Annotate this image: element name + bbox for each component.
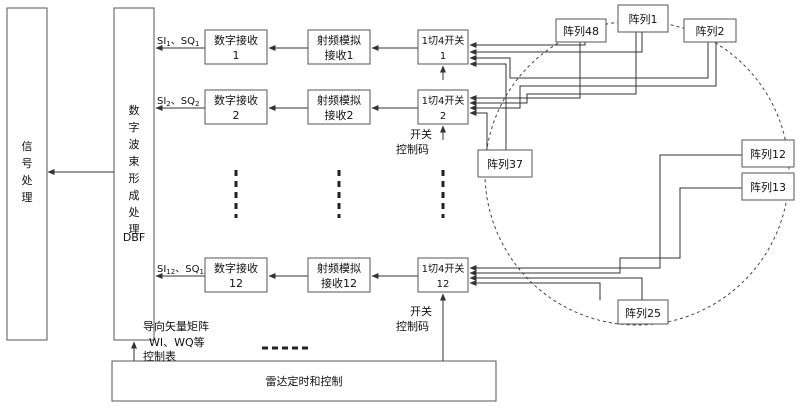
array-1-label: 阵列1 (629, 12, 658, 26)
channel-1-si: SI1、SQ1 (157, 36, 199, 48)
switch-12-label: 1切4开关 (422, 262, 465, 275)
switch-2-num: 2 (440, 111, 446, 122)
rf-analog-receive-12-num: 接收12 (321, 276, 357, 290)
channel-2: SI2、SQ2 数字接收 2 射频模拟 接收2 1切4开关 2 开关 控制码 (156, 90, 468, 156)
radar-timing-control-label: 雷达定时和控制 (266, 374, 343, 388)
steering-line2: WI、WQ等 (149, 335, 205, 349)
switch-1-label: 1切4开关 (422, 34, 465, 47)
rf-analog-receive-2-label: 射频模拟 (317, 93, 361, 107)
steering-line3: 控制表 (143, 349, 176, 363)
digital-receive-12-num: 12 (229, 277, 243, 290)
rf-analog-receive-1-num: 接收1 (325, 48, 354, 62)
switch-12-num: 12 (437, 279, 450, 290)
array-13-label: 阵列13 (750, 180, 786, 194)
channel-1: SI1、SQ1 数字接收 1 射频模拟 接收1 1切4开关 1 (156, 30, 468, 80)
switch-control-2-line1: 开关 (410, 127, 432, 141)
digital-receive-1-num: 1 (233, 49, 240, 62)
digital-receive-1-label: 数字接收 (214, 33, 258, 47)
rf-analog-receive-1-label: 射频模拟 (317, 33, 361, 47)
channel-12-si: SI12、SQ12 (157, 264, 208, 276)
steering-line1: 导向矢量矩阵 (143, 319, 209, 333)
array-2-label: 阵列2 (696, 24, 725, 38)
rf-analog-receive-2-num: 接收2 (325, 108, 354, 122)
array-12-label: 阵列12 (750, 147, 786, 161)
switch-control-12-line2: 控制码 (396, 319, 429, 333)
array-25-label: 阵列25 (625, 306, 661, 320)
channel-2-si: SI2、SQ2 (157, 96, 199, 108)
digital-receive-12-label: 数字接收 (214, 261, 258, 275)
switch-1-num: 1 (440, 51, 446, 62)
digital-receive-2-label: 数字接收 (214, 93, 258, 107)
switch-2-label: 1切4开关 (422, 94, 465, 107)
switch-control-2-line2: 控制码 (396, 142, 429, 156)
array-37-label: 阵列37 (487, 157, 523, 171)
dbf-suffix: DBF (123, 231, 145, 244)
rf-analog-receive-12-label: 射频模拟 (317, 261, 361, 275)
digital-receive-2-num: 2 (233, 109, 240, 122)
switch-control-12-line1: 开关 (410, 304, 432, 318)
ellipsis-vertical (236, 170, 443, 218)
array-48-label: 阵列48 (563, 24, 599, 38)
